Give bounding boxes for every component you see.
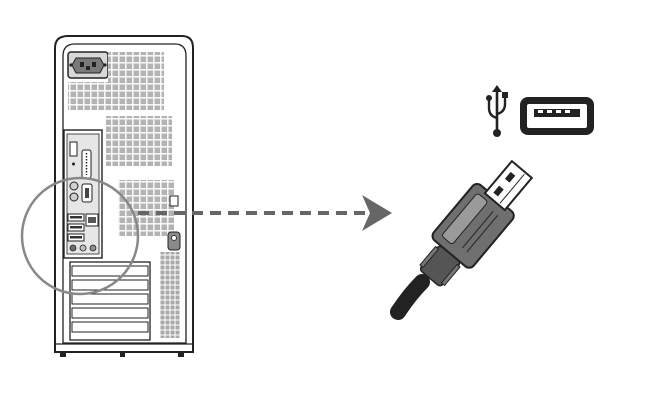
lower-side-port (169, 195, 179, 207)
dashed-arrow (138, 195, 392, 231)
tower-foot-right (178, 352, 184, 357)
usb-plug-icon (390, 159, 534, 320)
ps2-port-2 (69, 192, 79, 202)
pc-tower (20, 35, 194, 357)
tower-foot-left (60, 352, 66, 357)
power-connector (67, 51, 109, 79)
usb-cable-wire (390, 274, 430, 320)
usb-port-icon (520, 97, 594, 135)
tower-foot-mid (120, 352, 125, 357)
arrow-head (362, 195, 392, 231)
vent-grid-psu-left (68, 82, 108, 110)
security-lock-slot (167, 231, 181, 251)
vent-grid-top (108, 52, 164, 110)
expansion-slots (69, 261, 151, 341)
ps2-port-1 (69, 181, 79, 191)
usb-plug-connector (483, 159, 534, 212)
vent-grid-lower (118, 180, 174, 236)
audio-jack-3 (89, 244, 97, 252)
vent-grid-right (160, 252, 180, 338)
usb-port-stack (67, 213, 85, 242)
usb-trident-icon (486, 85, 508, 137)
audio-jack-2 (79, 244, 87, 252)
motherboard-io-panel (63, 129, 103, 259)
audio-jack-1 (69, 244, 77, 252)
audio-port-top (69, 141, 78, 157)
usb-highlight-circle (20, 176, 140, 296)
vent-grid-middle (106, 116, 172, 166)
